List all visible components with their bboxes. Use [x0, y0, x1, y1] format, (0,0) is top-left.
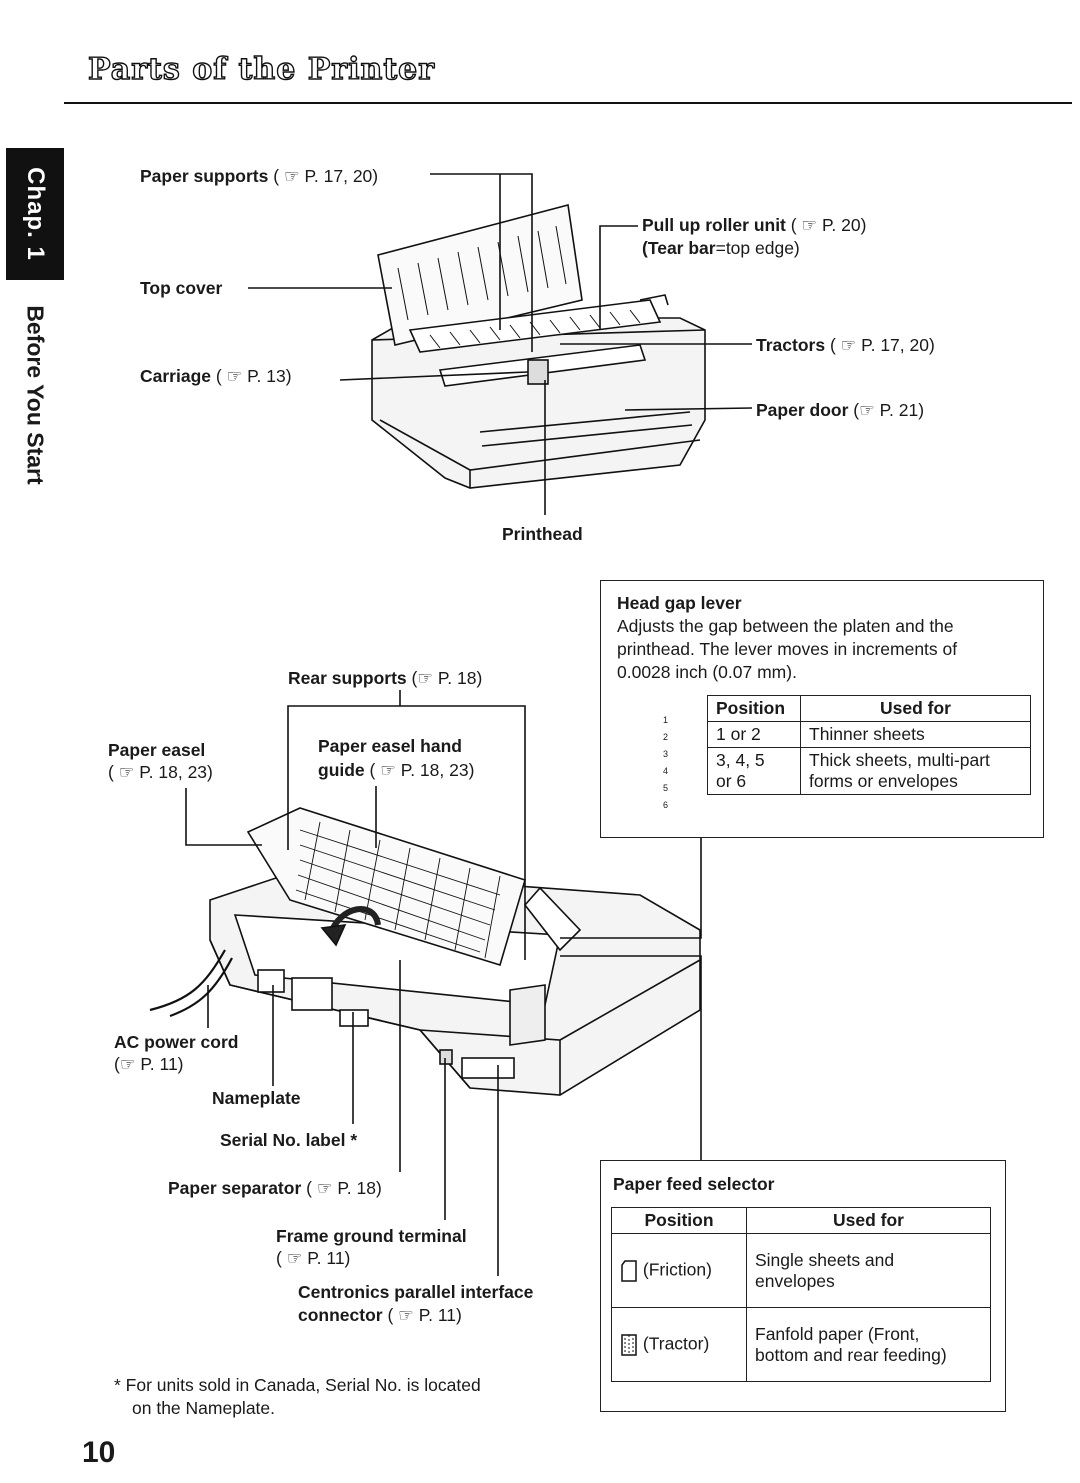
table-row: (Tractor) Fanfold paper (Front, bottom a… [611, 1307, 991, 1382]
top-printer-illustration [248, 173, 753, 515]
label-text: Pull up roller unit [642, 215, 786, 235]
label-easel-hand-guide-2: guide ( ☞ P. 18, 23) [318, 760, 474, 781]
table-row: (Friction) Single sheets and envelopes [611, 1233, 991, 1308]
bottom-printer-illustration [149, 690, 702, 1276]
label-text: Paper door [756, 400, 849, 420]
scale-number: 6 [663, 800, 669, 810]
cell-line: bottom and rear feeding) [755, 1344, 947, 1365]
label-text-rest: =top edge) [715, 238, 800, 258]
footnote: * For units sold in Canada, Serial No. i… [114, 1374, 481, 1420]
label-text: guide [318, 760, 365, 780]
label-frame-ground: Frame ground terminal [276, 1226, 467, 1246]
label-easel-hand-guide-1: Paper easel hand [318, 736, 462, 756]
column-header-used-for: Used for [746, 1207, 991, 1234]
label-tear-bar: (Tear bar=top edge) [642, 238, 800, 259]
cell-line: forms or envelopes [809, 771, 958, 791]
label-printhead: Printhead [502, 524, 583, 544]
label-text: Paper supports [140, 166, 269, 186]
scale-number: 3 [663, 749, 669, 759]
label-pull-up-roller: Pull up roller unit ( ☞ P. 20) [642, 215, 866, 236]
page-title: Parts of the Printer [87, 51, 436, 87]
label-paper-easel-ref: ( ☞ P. 18, 23) [108, 762, 213, 782]
feed-selector-heading: Paper feed selector [613, 1174, 775, 1194]
label-paper-easel: Paper easel [108, 740, 206, 760]
label-ac-power-cord-ref: (☞ P. 11) [114, 1054, 184, 1074]
label-text: Rear supports [288, 668, 407, 688]
cell-line: Thick sheets, multi-part [809, 750, 990, 770]
scale-number: 1 [663, 715, 669, 725]
feed-selector-table: Position Used for (Friction) Single shee… [611, 1207, 991, 1382]
label-text: Paper separator [168, 1178, 302, 1198]
cell-position: (Friction) [611, 1233, 747, 1308]
label-paper-separator: Paper separator ( ☞ P. 18) [168, 1178, 382, 1199]
page-reference: ( ☞ P. 13) [215, 366, 292, 386]
head-gap-lever-box: Head gap lever Adjusts the gap between t… [600, 580, 1044, 838]
page-reference: ( ☞ P. 18, 23) [369, 760, 475, 780]
label-text: connector [298, 1305, 383, 1325]
paper-feed-selector-box: Paper feed selector Position Used for (F… [600, 1160, 1006, 1412]
label-centronics-2: connector ( ☞ P. 11) [298, 1305, 462, 1326]
cell-line: or 6 [716, 771, 747, 791]
page-reference: ( ☞ P. 18) [306, 1178, 382, 1198]
page-reference: ( ☞ P. 17, 20) [273, 166, 379, 186]
head-gap-desc-3: 0.0028 inch (0.07 mm). [617, 662, 797, 682]
label-frame-ground-ref: ( ☞ P. 11) [276, 1248, 351, 1268]
cell-line: Fanfold paper (Front, [755, 1323, 920, 1344]
table-row: 1 or 2 Thinner sheets [707, 721, 1031, 748]
column-header-position: Position [611, 1207, 747, 1234]
label-serial-no: Serial No. label * [220, 1130, 358, 1150]
cell-used-for: Single sheets and envelopes [746, 1233, 991, 1308]
position-text: (Friction) [642, 1259, 712, 1280]
cell-used-for: Fanfold paper (Front, bottom and rear fe… [746, 1307, 991, 1382]
label-text: (Tear bar [642, 238, 716, 258]
table-header-row: Position Used for [707, 695, 1031, 722]
footnote-line: on the Nameplate. [132, 1398, 276, 1418]
head-gap-table: Position Used for 1 or 2 Thinner sheets … [707, 695, 1031, 795]
page-reference: ( ☞ P. 11) [387, 1305, 462, 1325]
cell-line: 3, 4, 5 [716, 750, 765, 770]
cell-position: 1 or 2 [707, 721, 801, 748]
column-header-position: Position [707, 695, 801, 722]
scale-number: 2 [663, 732, 669, 742]
cell-position: (Tractor) [611, 1307, 747, 1382]
page-reference: ( ☞ P. 20) [790, 215, 867, 235]
label-text: Tractors [756, 335, 826, 355]
label-top-cover: Top cover [140, 278, 223, 298]
label-nameplate: Nameplate [212, 1088, 301, 1108]
scale-number: 4 [663, 766, 669, 776]
label-paper-supports: Paper supports ( ☞ P. 17, 20) [140, 166, 378, 187]
label-centronics-1: Centronics parallel interface [298, 1282, 534, 1302]
chapter-tab: Chap. 1 [6, 148, 64, 280]
page-reference: (☞ P. 21) [853, 400, 925, 420]
label-ac-power-cord: AC power cord [114, 1032, 239, 1052]
header-rule [64, 102, 1072, 104]
table-header-row: Position Used for [611, 1207, 991, 1234]
page-reference: (☞ P. 18) [411, 668, 483, 688]
label-tractors: Tractors ( ☞ P. 17, 20) [756, 335, 935, 356]
head-gap-scale-numbers: 1 2 3 4 5 6 [663, 712, 668, 814]
friction-icon [621, 1259, 637, 1282]
tractor-icon [621, 1333, 637, 1356]
label-text: Carriage [140, 366, 212, 386]
label-carriage: Carriage ( ☞ P. 13) [140, 366, 292, 387]
cell-used-for: Thinner sheets [800, 721, 1031, 748]
column-header-used-for: Used for [800, 695, 1031, 722]
page-reference: ( ☞ P. 17, 20) [829, 335, 935, 355]
cell-line: Single sheets and [755, 1249, 895, 1270]
page-number: 10 [82, 1436, 116, 1469]
label-paper-door: Paper door (☞ P. 21) [756, 400, 924, 421]
head-gap-desc-2: printhead. The lever moves in increments… [617, 639, 958, 659]
scale-number: 5 [663, 783, 669, 793]
cell-line: envelopes [755, 1270, 835, 1291]
head-gap-desc-1: Adjusts the gap between the platen and t… [617, 616, 954, 636]
footnote-line: * For units sold in Canada, Serial No. i… [114, 1375, 481, 1395]
position-text: (Tractor) [642, 1333, 710, 1354]
label-rear-supports: Rear supports (☞ P. 18) [288, 668, 482, 689]
head-gap-heading: Head gap lever [617, 593, 742, 613]
